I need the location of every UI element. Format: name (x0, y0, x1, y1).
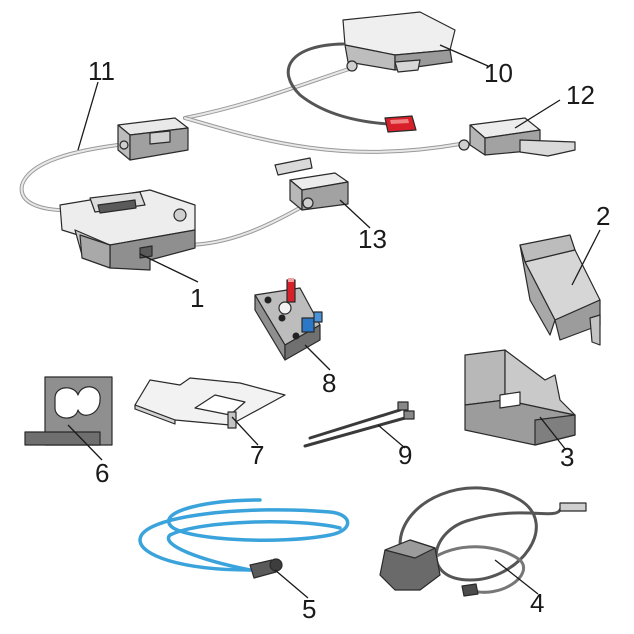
part-2-tray (519, 234, 601, 346)
cable-to-part-12 (183, 116, 462, 154)
callout-3: 3 (560, 442, 574, 472)
callout-11: 11 (88, 56, 115, 86)
callout-12: 12 (566, 80, 595, 110)
part-7-plate (134, 377, 286, 429)
callout-10: 10 (484, 58, 513, 88)
part-10-housing (342, 11, 456, 73)
part-11-junction-box (117, 117, 189, 161)
callout-4: 4 (530, 588, 544, 618)
cable-red-connector (286, 42, 390, 126)
part-13-sensor (274, 157, 349, 211)
callout-8: 8 (322, 368, 336, 398)
part-8-terminal-block (254, 278, 323, 361)
leader-lines (67, 44, 601, 599)
part-3-block (464, 349, 576, 446)
part-9-cable-ties (303, 401, 415, 448)
callout-6: 6 (95, 458, 109, 488)
part-5-blue-tube (138, 498, 350, 579)
callout-2: 2 (596, 201, 610, 231)
part-4-coiled-cable (379, 486, 587, 597)
callout-7: 7 (250, 440, 264, 470)
part-6-bracket (24, 376, 113, 446)
callout-9: 9 (398, 440, 412, 470)
part-1-main-unit (59, 189, 196, 271)
part-12-sensor (458, 117, 576, 157)
cable-harness (19, 42, 462, 247)
cable-to-part-13 (183, 203, 307, 247)
callout-labels: 1 2 3 4 5 6 7 8 9 10 11 12 13 (88, 56, 610, 624)
callout-13: 13 (358, 224, 387, 254)
callout-5: 5 (302, 594, 316, 624)
callout-1: 1 (190, 283, 204, 313)
red-connector (384, 115, 417, 133)
